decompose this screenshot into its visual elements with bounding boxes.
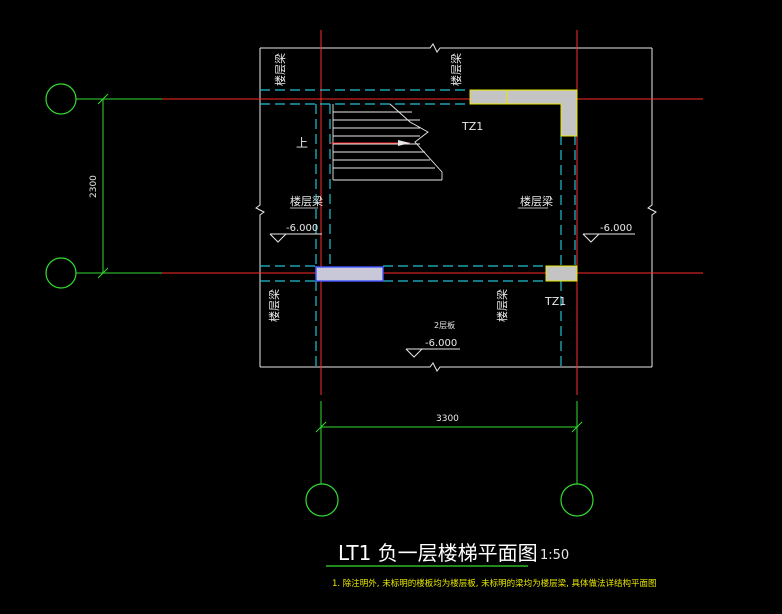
- beam-dashed-lines: [260, 89, 576, 367]
- level-left: -6.000: [286, 223, 318, 234]
- column-tz1-bottom: [545, 265, 578, 282]
- beam-bottom-left: [315, 266, 384, 282]
- stair-flight: [330, 103, 443, 181]
- column-label-top: TZ1: [461, 120, 483, 133]
- dimension-horizontal: 3300: [436, 414, 459, 424]
- dimension-lines: [76, 93, 583, 484]
- landing-note: 2层板: [434, 320, 455, 330]
- column-tz1-top: [469, 89, 578, 137]
- drawing-note: 1. 除注明外, 未标明的楼板均为楼层板, 未标明的梁均为楼层梁, 具体做法详结…: [332, 578, 657, 589]
- structural-members: [315, 89, 578, 282]
- level-marks: [269, 233, 635, 358]
- beam-label-left: 楼层梁: [290, 194, 323, 208]
- beam-label-bottom-left: 楼层梁: [267, 289, 281, 322]
- level-right: -6.000: [600, 223, 632, 234]
- dimension-vertical: 2300: [89, 175, 99, 198]
- beam-label-top-left: 楼层梁: [273, 53, 287, 86]
- drawing-title: LT1 负一层楼梯平面图: [338, 541, 538, 565]
- level-bottom: -6.000: [425, 338, 457, 349]
- axis-bubble-top: [45, 83, 77, 115]
- axis-lines: [78, 30, 703, 395]
- beam-label-bottom-mid: 楼层梁: [495, 289, 509, 322]
- plan-outline: [255, 43, 657, 372]
- title-block: LT1 负一层楼梯平面图 1:50 1. 除注明外, 未标明的楼板均为楼层板, …: [326, 541, 657, 589]
- axis-bubble-bottom-left: [45, 257, 77, 289]
- drawing-scale: 1:50: [540, 548, 569, 563]
- axis-bubble-col-left: [305, 483, 339, 517]
- column-label-bottom: TZ1: [544, 295, 566, 308]
- stair-up-label: 上: [296, 136, 308, 150]
- axis-bubbles: [45, 83, 594, 517]
- beam-label-right: 楼层梁: [520, 194, 553, 208]
- beam-label-top-mid: 楼层梁: [449, 53, 463, 86]
- axis-bubble-col-right: [560, 483, 594, 517]
